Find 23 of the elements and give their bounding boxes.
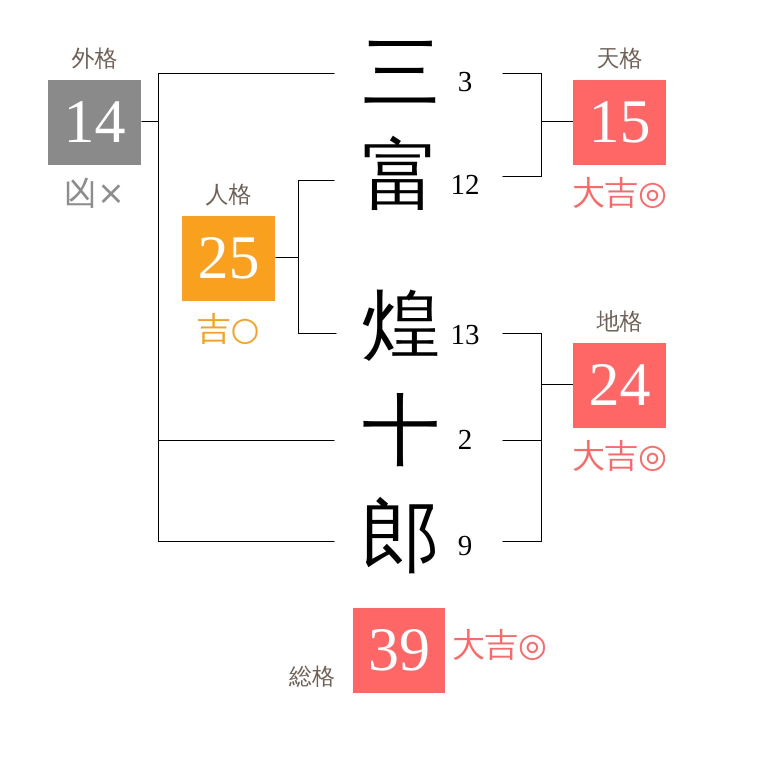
- verdict-label: 大吉◎: [452, 627, 547, 663]
- score-number: 24: [588, 351, 650, 419]
- stroke-count: 3: [458, 67, 472, 97]
- score-number: 25: [198, 224, 260, 292]
- heading-label: 外格: [72, 46, 118, 72]
- heading-label: 地格: [596, 309, 642, 335]
- stroke-count: 12: [450, 170, 480, 200]
- verdict-label: 大吉◎: [572, 175, 667, 211]
- verdict-label: 大吉◎: [572, 438, 667, 474]
- bracket-line: [502, 121, 574, 177]
- score-number: 39: [368, 616, 430, 684]
- stroke-count: 13: [450, 320, 480, 350]
- bracket-line: [502, 384, 574, 542]
- heading-label: 人格: [206, 182, 252, 208]
- heading-label: 天格: [596, 46, 642, 72]
- verdict-label: 吉○: [198, 311, 260, 347]
- bracket-line: [275, 257, 337, 334]
- verdict-label: 凶×: [64, 175, 125, 211]
- heading-label: 総格: [289, 664, 335, 690]
- score-number: 14: [64, 88, 126, 156]
- stroke-count: 9: [458, 531, 472, 561]
- score-number: 15: [588, 88, 650, 156]
- stroke-count: 2: [458, 425, 472, 455]
